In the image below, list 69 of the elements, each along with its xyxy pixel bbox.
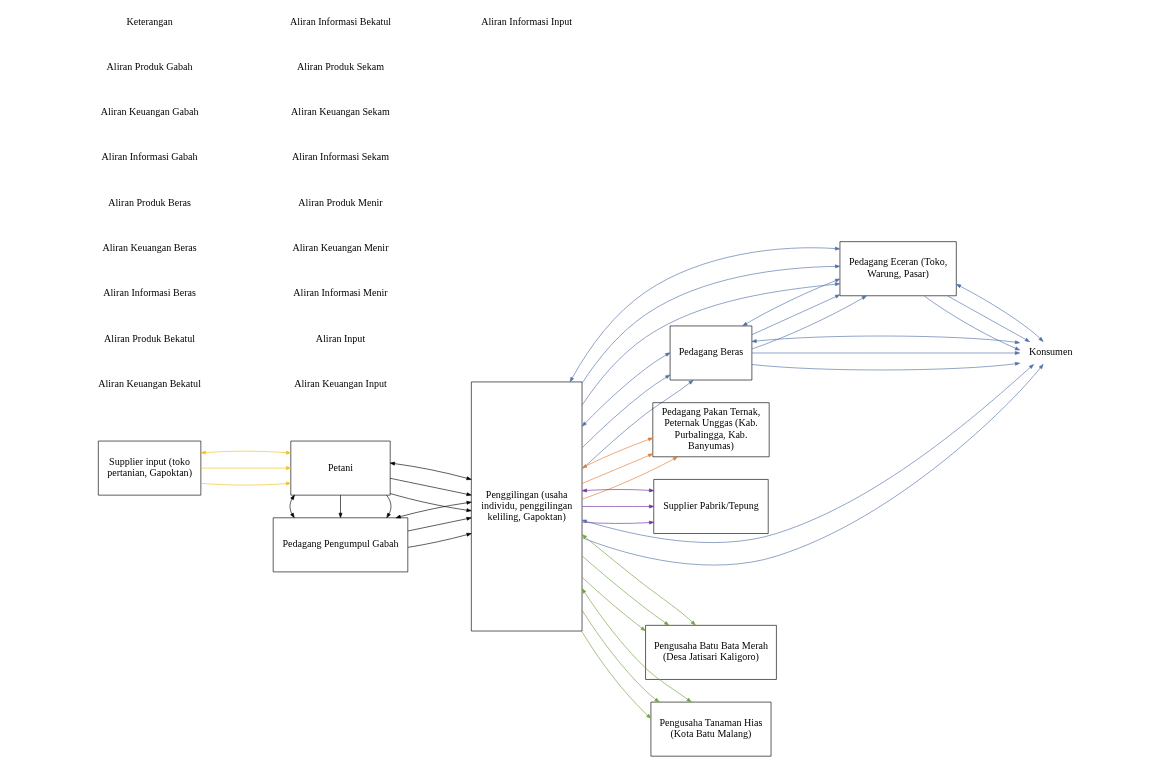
arrow bbox=[407, 516, 472, 532]
arrow bbox=[395, 500, 472, 519]
arrow bbox=[385, 494, 391, 518]
node-box: Pedagang Pakan Ternak, Peternak Unggas (Kab. Purbalingga, Kab. Banyumas) bbox=[652, 402, 769, 458]
arrow bbox=[581, 374, 670, 448]
node-box: Pengusaha Tanaman Hias (Kota Batu Malang) bbox=[650, 701, 771, 757]
arrow bbox=[581, 534, 696, 626]
arrow bbox=[407, 532, 472, 548]
arrow bbox=[946, 295, 1030, 342]
legend-label: Aliran Produk Beras bbox=[107, 196, 191, 208]
arrow bbox=[581, 577, 646, 632]
legend-label: Aliran Informasi Gabah bbox=[101, 151, 198, 163]
legend-label: Aliran Keuangan Gabah bbox=[100, 106, 198, 118]
node-box: Supplier Pabrik/Tepung bbox=[652, 479, 769, 534]
legend-label: Aliran Informasi Beras bbox=[102, 287, 196, 299]
arrow bbox=[741, 278, 840, 327]
legend-label: Aliran Produk Sekam bbox=[296, 60, 384, 72]
arrow bbox=[581, 456, 678, 500]
arrow bbox=[581, 610, 659, 703]
arrow bbox=[200, 450, 291, 455]
arrow bbox=[581, 352, 670, 427]
legend-label: Aliran Informasi Input bbox=[480, 15, 572, 27]
node-box: Pedagang Beras bbox=[669, 325, 752, 381]
arrow bbox=[581, 379, 693, 470]
legend-label: Aliran Informasi Menir bbox=[292, 287, 388, 299]
arrow bbox=[338, 494, 342, 518]
arrow bbox=[581, 588, 692, 703]
node-box: Pengusaha Batu Bata Merah (Desa Jatisari Kaligoro) bbox=[644, 625, 777, 680]
arrow bbox=[200, 466, 291, 470]
node-text: Konsumen bbox=[1028, 346, 1072, 358]
arrow bbox=[581, 555, 669, 626]
arrow bbox=[200, 481, 291, 486]
arrow bbox=[751, 361, 1020, 371]
arrow bbox=[751, 351, 1020, 355]
arrow bbox=[389, 493, 472, 512]
arrow bbox=[751, 294, 840, 335]
arrow bbox=[955, 283, 1043, 342]
arrow bbox=[569, 246, 840, 383]
legend-label: Aliran Keuangan Beras bbox=[101, 241, 197, 253]
node-box: Penggilingan (usaha individu, penggilingan keliling, Gapoktan) bbox=[470, 381, 582, 632]
arrow bbox=[389, 477, 472, 496]
legend-label: Aliran Informasi Sekam bbox=[291, 151, 389, 163]
legend-label: Aliran Keuangan Sekam bbox=[290, 106, 390, 118]
arrow bbox=[581, 264, 840, 384]
arrow bbox=[581, 437, 653, 469]
arrow bbox=[581, 453, 653, 484]
legend-label: Aliran Produk Menir bbox=[297, 196, 383, 208]
legend-label: Aliran Produk Bekatul bbox=[103, 332, 195, 344]
legend-label: Aliran Keuangan Input bbox=[293, 377, 387, 389]
label: Keterangan bbox=[125, 15, 173, 27]
arrow bbox=[751, 295, 867, 350]
legend-label: Aliran Input bbox=[315, 332, 365, 344]
legend-label: Aliran Keuangan Menir bbox=[292, 241, 388, 253]
arrow bbox=[751, 335, 1020, 345]
arrow bbox=[581, 520, 654, 525]
arrow bbox=[580, 630, 651, 719]
arrow bbox=[389, 461, 472, 481]
node-box: Petani bbox=[290, 440, 390, 496]
arrow bbox=[581, 282, 840, 406]
legend-label: Aliran Produk Gabah bbox=[106, 60, 193, 72]
legend-label: Aliran Informasi Bekatul bbox=[289, 15, 391, 27]
node-box: Pedagang Eceran (Toko, Warung, Pasar) bbox=[839, 241, 957, 297]
node-box: Pedagang Pengumpul Gabah bbox=[272, 517, 408, 573]
node-box: Supplier input (toko pertanian, Gapoktan) bbox=[97, 440, 201, 496]
legend-label: Aliran Keuangan Bekatul bbox=[97, 377, 201, 389]
arrow bbox=[581, 488, 654, 493]
arrow bbox=[923, 295, 1020, 351]
arrow bbox=[581, 504, 654, 509]
arrow bbox=[289, 494, 295, 518]
